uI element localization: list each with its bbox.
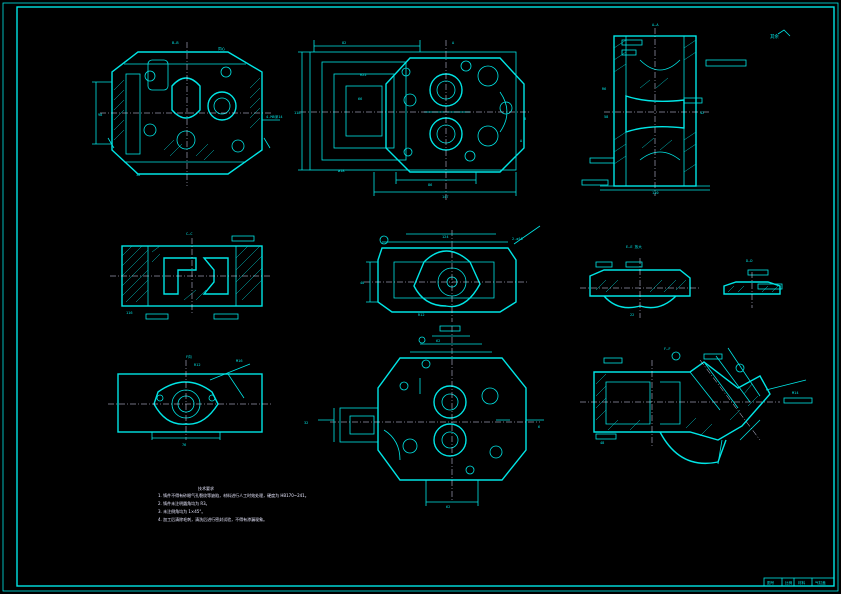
svg-text:58: 58 [604,115,608,119]
view-f-f-title: F—F [664,347,671,351]
view-e-e-title: E—E 放大 [626,244,642,249]
svg-text:22: 22 [630,313,634,317]
title-cell-scale: 比例 [785,580,793,585]
view-a-a-title: A—A [652,23,659,27]
view-b-b: B—B 98 4-M8深14 同心 38 [92,41,283,186]
svg-text:86: 86 [428,183,432,187]
tech-req-heading: 技术要求 [198,485,214,491]
view-c-c-title: C—C [186,232,193,236]
svg-text:ø18: ø18 [338,169,345,173]
svg-text:38: 38 [136,173,140,177]
tech-requirements: 技术要求 1. 铸件不得有砂眼气孔裂纹等缺陷，材料进行人工时效处理，硬度为 HB… [158,485,309,522]
svg-text:130: 130 [652,191,659,195]
roughness-note: 其余 [770,33,779,40]
view-f-f: F—F M14 48 [580,347,813,465]
view-b-b-title: B—B [172,41,179,45]
title-block: 图号 比例 材料 气缸盖 [763,577,835,587]
title-cell-material: 材料 [798,580,806,585]
svg-text:R12: R12 [418,313,425,317]
svg-text:B: B [524,117,526,121]
view-d-d: D—D [723,259,783,308]
svg-text:M16: M16 [236,359,243,363]
svg-text:147: 147 [442,195,449,199]
svg-text:76: 76 [182,443,186,447]
svg-text:48: 48 [600,441,604,445]
svg-text:42: 42 [700,111,704,115]
tech-req-line-1: 1. 铸件不得有砂眼气孔裂纹等缺陷，材料进行人工时效处理，硬度为 HB170~2… [158,492,309,498]
svg-text:66: 66 [358,97,362,101]
title-cell-name: 气缸盖 [815,580,826,585]
svg-text:118: 118 [294,111,301,115]
svg-text:40: 40 [360,281,364,285]
svg-text:32: 32 [304,421,308,425]
view-d-d-title: D—D [746,259,753,263]
view-e-e: E—E 放大 22 [580,244,700,318]
svg-text:62: 62 [436,339,440,343]
tech-req-line-4: 4. 加工后清除毛刺，清洗后进行密封试验，不得有渗漏现象。 [158,516,267,522]
inner-frame [16,6,835,587]
svg-text:R22: R22 [360,73,367,77]
view-top-main: 147 86 118 82 R22 66 A A ø18 B [294,40,530,200]
svg-text:124: 124 [442,235,449,239]
view-f-title: F向 [186,354,192,359]
svg-text:6: 6 [538,425,540,429]
svg-text:82: 82 [342,41,346,45]
svg-text:98: 98 [98,113,102,117]
view-lower-center: 62 62 32 6 [304,325,544,509]
svg-text:同心: 同心 [218,46,226,51]
tech-req-line-3: 3. 未注倒角均为 1×45°。 [158,508,205,514]
svg-text:M14: M14 [792,391,799,395]
svg-text:4-M8深14: 4-M8深14 [266,114,283,119]
svg-text:2-ø10: 2-ø10 [512,237,523,241]
title-cell-drawing-no: 图号 [767,580,775,585]
tech-req-line-2: 2. 铸件未注明圆角均为 R3。 [158,500,210,506]
view-c-c: C—C 116 [110,232,272,320]
svg-text:A: A [520,139,523,143]
svg-text:A: A [452,41,455,45]
svg-text:R12: R12 [194,363,201,367]
svg-text:R6: R6 [602,87,606,91]
view-a-a: A—A 其余 130 58 42 R6 [581,23,791,196]
svg-text:116: 116 [126,311,133,315]
svg-text:62: 62 [446,505,450,509]
